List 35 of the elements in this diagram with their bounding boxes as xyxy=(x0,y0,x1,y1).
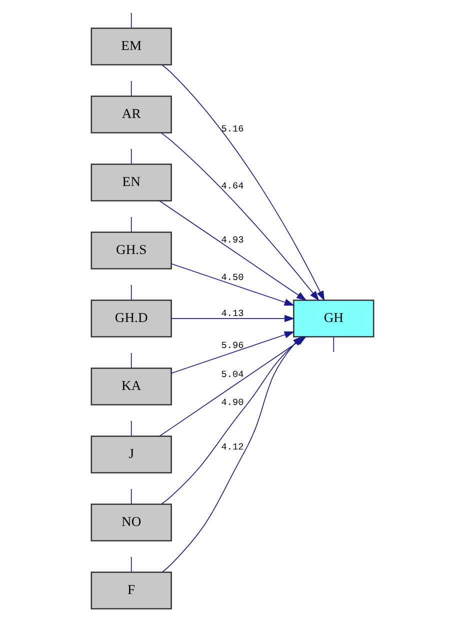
node-box: GH.D xyxy=(90,300,172,338)
connector xyxy=(130,80,132,97)
edge-label: 4.13 xyxy=(221,308,244,319)
node-box: NO xyxy=(90,504,172,542)
connector xyxy=(130,420,132,437)
node-box: EN xyxy=(90,164,172,202)
connector xyxy=(130,148,132,165)
node-box: GH.S xyxy=(90,232,172,270)
node-box: GH xyxy=(293,300,374,338)
arrow xyxy=(170,314,295,322)
arrow xyxy=(160,132,320,302)
arrow xyxy=(159,200,307,301)
node-box: EM xyxy=(90,28,172,66)
edge-label: 4.12 xyxy=(221,441,244,452)
connector xyxy=(130,216,132,233)
edge-label: 4.64 xyxy=(221,180,244,192)
connector xyxy=(130,352,132,369)
connector xyxy=(130,488,132,505)
node-box: AR xyxy=(90,96,172,134)
connector xyxy=(130,12,132,29)
node-box: J xyxy=(90,436,172,474)
arrow xyxy=(170,331,295,374)
arrow xyxy=(170,263,295,306)
node-box: KA xyxy=(90,368,172,406)
edge-label: 4.93 xyxy=(221,234,244,246)
edge-label: 5.16 xyxy=(221,123,244,134)
connector xyxy=(130,284,132,301)
arrow xyxy=(162,64,325,302)
connector xyxy=(333,336,334,352)
edge-label: 4.50 xyxy=(221,272,244,284)
edge-label: 4.90 xyxy=(221,397,244,408)
connector xyxy=(130,556,132,573)
edge-label: 5.04 xyxy=(221,368,244,380)
edge-label: 5.96 xyxy=(221,340,244,352)
node-box: F xyxy=(90,572,172,610)
